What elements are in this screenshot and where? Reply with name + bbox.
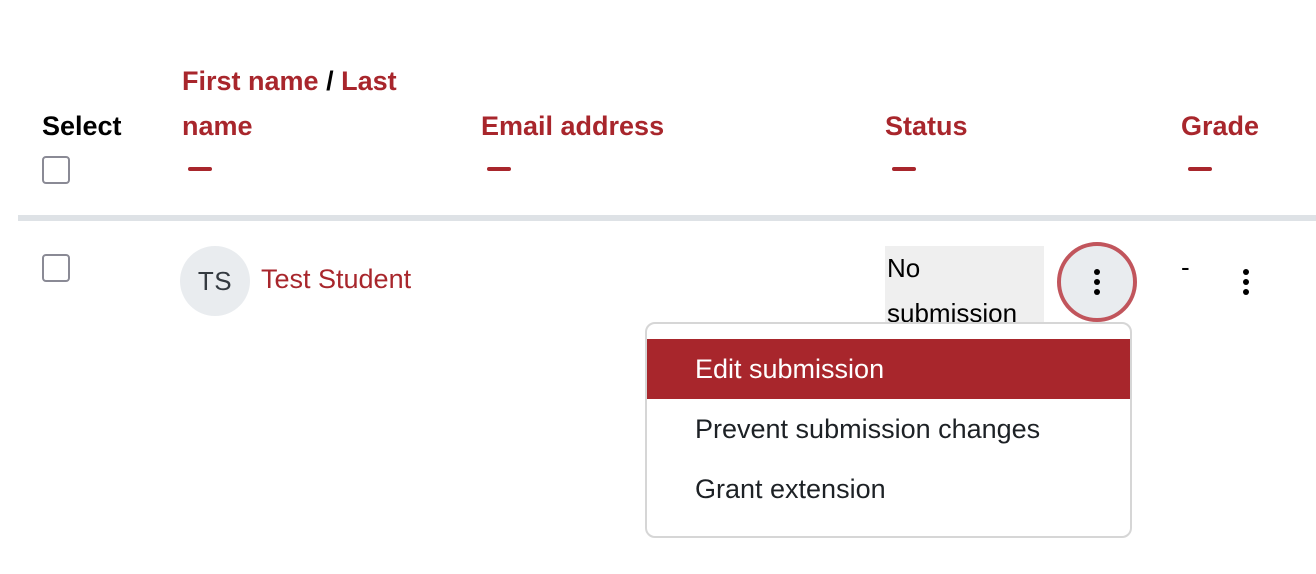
header-select: Select <box>42 104 122 149</box>
sort-status-link[interactable]: Status <box>885 111 968 141</box>
submission-actions-button[interactable] <box>1057 242 1137 322</box>
menu-item-edit-submission[interactable]: Edit submission <box>647 339 1130 399</box>
hide-column-email-icon[interactable] <box>487 167 511 171</box>
hide-column-grade-icon[interactable] <box>1188 167 1212 171</box>
menu-item-grant-extension[interactable]: Grant extension <box>695 474 886 504</box>
student-name-link[interactable]: Test Student <box>261 264 412 294</box>
menu-item-prevent-submission-changes[interactable]: Prevent submission changes <box>695 414 1041 444</box>
select-all-checkbox[interactable] <box>42 156 70 184</box>
avatar-initials: TS <box>197 265 233 296</box>
header-name: First name / Last name <box>182 59 442 149</box>
submission-actions-menu: Edit submission Prevent submission chang… <box>645 322 1132 538</box>
grade-value: - <box>1181 252 1190 282</box>
avatar: TS <box>180 246 250 316</box>
sort-email-link[interactable]: Email address <box>481 111 665 141</box>
header-select-label: Select <box>42 111 122 141</box>
hide-column-status-icon[interactable] <box>892 167 916 171</box>
status-line-1: No <box>887 253 921 283</box>
sort-first-name-link[interactable]: First name <box>182 66 319 96</box>
sort-last-name-link-cont[interactable]: name <box>182 111 253 141</box>
header-status: Status <box>885 104 968 149</box>
sort-last-name-link[interactable]: Last <box>341 66 397 96</box>
row-select-checkbox[interactable] <box>42 254 70 282</box>
header-separator <box>18 215 1316 221</box>
kebab-icon <box>1243 269 1249 295</box>
row-actions-button[interactable] <box>1230 262 1262 302</box>
name-separator: / <box>326 66 334 96</box>
sort-grade-link[interactable]: Grade <box>1181 111 1260 141</box>
hide-column-name-icon[interactable] <box>188 167 212 171</box>
header-grade: Grade <box>1181 104 1259 149</box>
header-email: Email address <box>481 104 664 149</box>
kebab-icon <box>1094 269 1100 295</box>
